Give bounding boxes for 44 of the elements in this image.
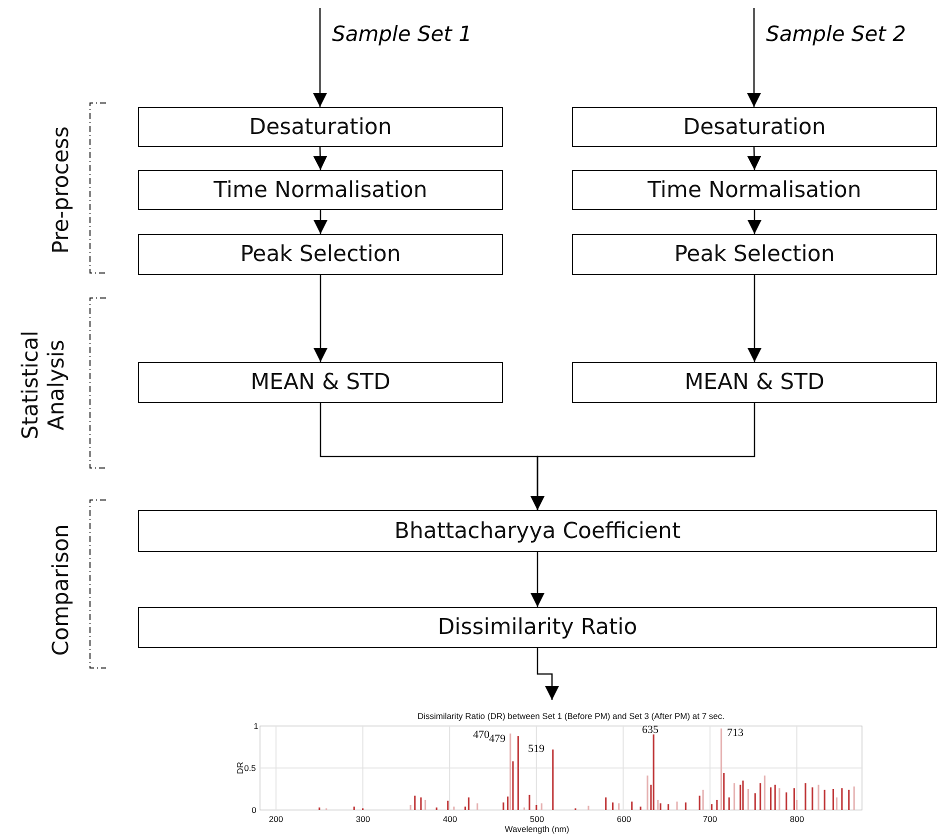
arrow bbox=[747, 8, 761, 107]
edge-label: Sample Set 2 bbox=[766, 22, 906, 46]
tick-label: 200 bbox=[268, 814, 284, 824]
tick-label: 1 bbox=[254, 721, 258, 731]
tick-label: 300 bbox=[356, 814, 370, 824]
process-box: Bhattacharyya Coefficient bbox=[138, 510, 937, 552]
axis-title: DR bbox=[235, 762, 245, 774]
section-label: Comparison bbox=[48, 524, 75, 656]
tick-label: 800 bbox=[790, 814, 804, 824]
tick-label: 700 bbox=[702, 814, 718, 824]
tick-label: 600 bbox=[616, 814, 632, 824]
process-box: Desaturation bbox=[572, 107, 937, 147]
peak-label: 470 bbox=[473, 729, 490, 741]
axis-title: Wavelength (nm) bbox=[504, 824, 570, 834]
process-box: Peak Selection bbox=[138, 234, 503, 275]
arrow bbox=[748, 210, 762, 234]
section-label: Pre-process bbox=[48, 126, 75, 254]
peak-label: 479 bbox=[489, 733, 506, 745]
peak-label: 519 bbox=[528, 743, 544, 755]
tick-label: 400 bbox=[442, 814, 458, 824]
arrow bbox=[747, 146, 762, 170]
peak-label: 713 bbox=[727, 727, 744, 739]
arrow bbox=[748, 275, 762, 362]
arrow bbox=[313, 146, 328, 170]
edge-label: Sample Set 1 bbox=[332, 22, 472, 46]
process-box: Peak Selection bbox=[572, 234, 937, 275]
process-box: Dissimilarity Ratio bbox=[138, 607, 937, 648]
arrow bbox=[313, 8, 327, 107]
arrow bbox=[530, 403, 756, 510]
process-box: MEAN & STD bbox=[572, 362, 937, 403]
process-box: Time Normalisation bbox=[138, 170, 503, 210]
process-box: Desaturation bbox=[138, 107, 503, 147]
tick-label: 0.5 bbox=[244, 763, 256, 773]
arrow bbox=[314, 275, 328, 362]
arrow bbox=[314, 210, 328, 234]
arrow bbox=[530, 552, 544, 607]
tick-label: 500 bbox=[530, 814, 544, 824]
arrow bbox=[536, 648, 559, 700]
process-box: Time Normalisation bbox=[572, 170, 937, 210]
peak-label: 635 bbox=[642, 724, 658, 736]
section-label: Statistical Analysis bbox=[18, 330, 71, 442]
tick-label: 0 bbox=[252, 805, 256, 815]
process-box: MEAN & STD bbox=[138, 362, 503, 403]
chart-title: Dissimilarity Ratio (DR) between Set 1 (Before PM) and Set 3 (After PM) at 7 sec. bbox=[417, 711, 725, 721]
